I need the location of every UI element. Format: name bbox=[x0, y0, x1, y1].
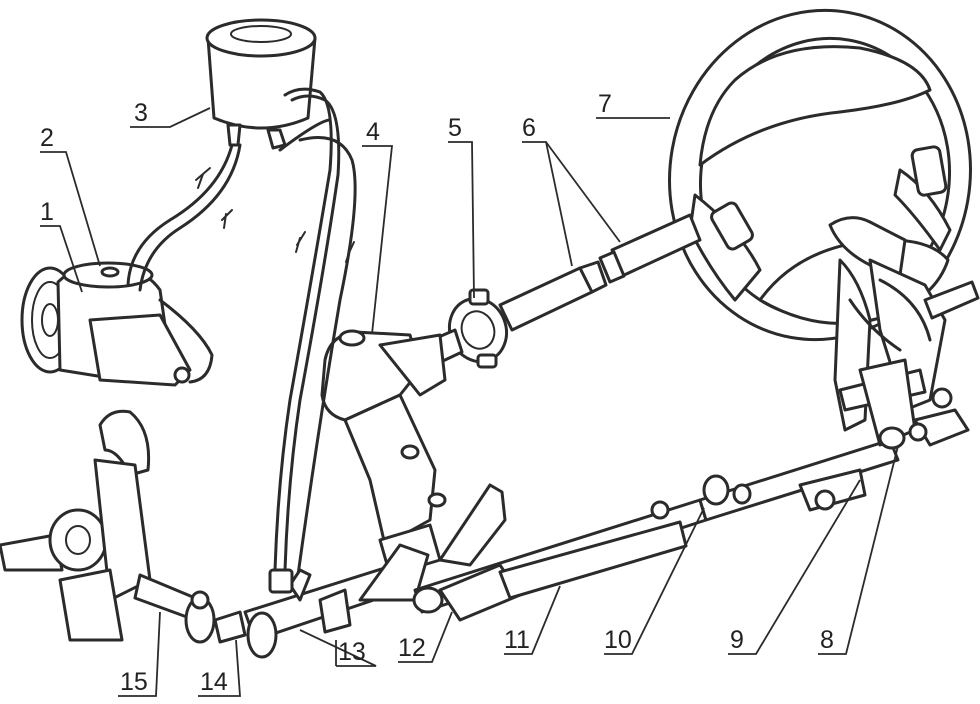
callout-6: 6 bbox=[522, 114, 536, 142]
callout-11: 11 bbox=[504, 626, 530, 654]
callout-9: 9 bbox=[730, 626, 744, 654]
steering-shaft bbox=[498, 213, 702, 332]
callout-14: 14 bbox=[200, 668, 228, 696]
callout-4: 4 bbox=[366, 118, 380, 146]
fluid-reservoir bbox=[205, 18, 317, 150]
steering-knuckle bbox=[0, 409, 202, 642]
callout-1: 1 bbox=[40, 198, 54, 226]
callout-13: 13 bbox=[338, 638, 366, 666]
hydraulic-hoses bbox=[126, 87, 357, 577]
callout-8: 8 bbox=[820, 626, 834, 654]
leader-lines bbox=[40, 107, 899, 697]
callout-10: 10 bbox=[604, 626, 632, 654]
callout-3: 3 bbox=[134, 99, 148, 127]
power-steering-pump bbox=[20, 261, 192, 387]
steering-gear bbox=[320, 329, 447, 577]
callout-7: 7 bbox=[598, 90, 612, 118]
callout-2: 2 bbox=[40, 124, 54, 152]
callout-5: 5 bbox=[448, 114, 462, 142]
pendulum-arm bbox=[828, 216, 980, 450]
steering-linkage bbox=[184, 438, 900, 659]
callout-12: 12 bbox=[398, 634, 426, 662]
callout-15: 15 bbox=[120, 668, 148, 696]
callouts: 1 2 3 4 5 6 7 8 9 10 11 12 13 14 15 bbox=[40, 90, 834, 696]
